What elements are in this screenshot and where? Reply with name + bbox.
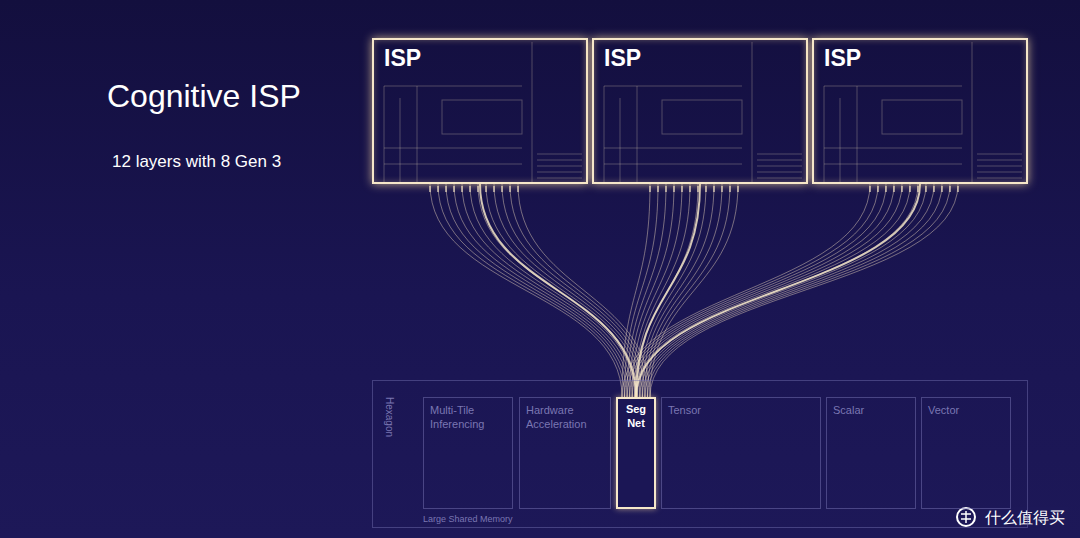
slide-title: Cognitive ISP	[107, 78, 301, 115]
node-text: Tensor	[668, 404, 814, 418]
fan-strand	[486, 184, 640, 397]
fan-strand	[454, 184, 630, 397]
fan-strand	[632, 184, 902, 397]
fan-strand	[478, 184, 637, 397]
connector	[636, 184, 920, 397]
fan-strand	[622, 184, 870, 397]
connector	[480, 184, 636, 397]
isp-block: ISP	[592, 38, 808, 184]
fan-strand	[625, 184, 878, 397]
fan-strand	[627, 184, 886, 397]
fan-strand	[470, 184, 635, 397]
fan-strand	[640, 184, 926, 397]
node-text: Hexagon	[384, 397, 395, 437]
watermark-logo	[961, 511, 971, 523]
node-text: Vector	[928, 404, 1004, 418]
isp-circuit	[604, 42, 802, 182]
fan-strand	[650, 184, 738, 397]
fan-strand	[635, 184, 910, 397]
npu-unit: Vector	[921, 397, 1011, 509]
isp-block: ISP	[812, 38, 1028, 184]
isp-circuit	[384, 42, 582, 182]
watermark-logo	[957, 508, 975, 526]
node-text: ISP	[824, 46, 861, 71]
fan-strand	[462, 184, 632, 397]
fan-strand	[446, 184, 627, 397]
node-text: Scalar	[833, 404, 909, 418]
fan-strand	[430, 184, 622, 397]
npu-panel: HexagonLarge Shared Memory Multi-Tile Inf…	[372, 380, 1028, 528]
fan-strand	[645, 184, 722, 397]
node-text: ISP	[604, 46, 641, 71]
node-text: Large Shared Memory	[423, 514, 513, 524]
fan-strand	[494, 184, 642, 397]
node-text: Seg Net	[620, 402, 652, 431]
node-text: Hardware Acceleration	[526, 404, 604, 432]
fan-strand	[438, 184, 625, 397]
node-text: Multi-Tile Inferencing	[430, 404, 506, 432]
signal-fan	[430, 184, 650, 397]
npu-unit: Scalar	[826, 397, 916, 509]
node-text: ISP	[384, 46, 421, 71]
fan-strand	[647, 184, 950, 397]
fan-strand	[630, 184, 894, 397]
isp-block: ISP	[372, 38, 588, 184]
npu-unit: Multi-Tile Inferencing	[423, 397, 513, 509]
fan-strand	[645, 184, 942, 397]
fan-strand	[635, 184, 690, 397]
npu-unit: Hardware Acceleration	[519, 397, 611, 509]
watermark: 什么值得买	[982, 507, 1068, 530]
signal-fan	[622, 184, 958, 397]
fan-strand	[642, 184, 934, 397]
subtitle: 12 layers with 8 Gen 3	[112, 152, 281, 172]
segnet-box: Seg Net	[616, 397, 656, 509]
fan-strand	[647, 184, 730, 397]
npu-unit: Tensor	[661, 397, 821, 509]
fan-strand	[510, 184, 647, 397]
fan-strand	[650, 184, 958, 397]
isp-circuit	[824, 42, 1022, 182]
